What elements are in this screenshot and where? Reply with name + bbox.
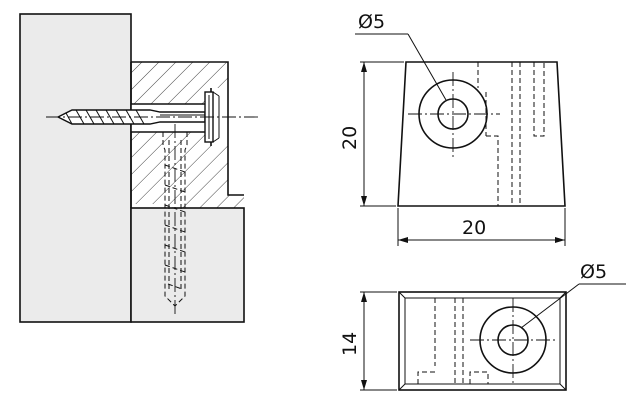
bottom-hidden-lines [417,298,489,384]
section-view [19,13,258,323]
bottom-height-dimension: 14 [339,291,397,391]
front-view: 20 20 Ø5 [339,11,566,246]
front-hidden-lines [477,62,545,206]
bottom-view: 14 Ø5 [339,261,626,391]
front-hole-callout: Ø5 [355,11,447,101]
front-height-dimension: 20 [339,61,404,207]
front-height-label: 20 [339,126,361,150]
front-width-dimension: 20 [397,208,566,246]
front-width-label: 20 [462,217,486,239]
bottom-hole-callout: Ø5 [520,261,626,329]
bottom-hole-label: Ø5 [580,261,607,283]
wall-panel [19,13,132,323]
bottom-height-label: 14 [339,332,361,356]
shelf-panel [130,207,245,323]
front-hole-label: Ø5 [358,11,385,33]
